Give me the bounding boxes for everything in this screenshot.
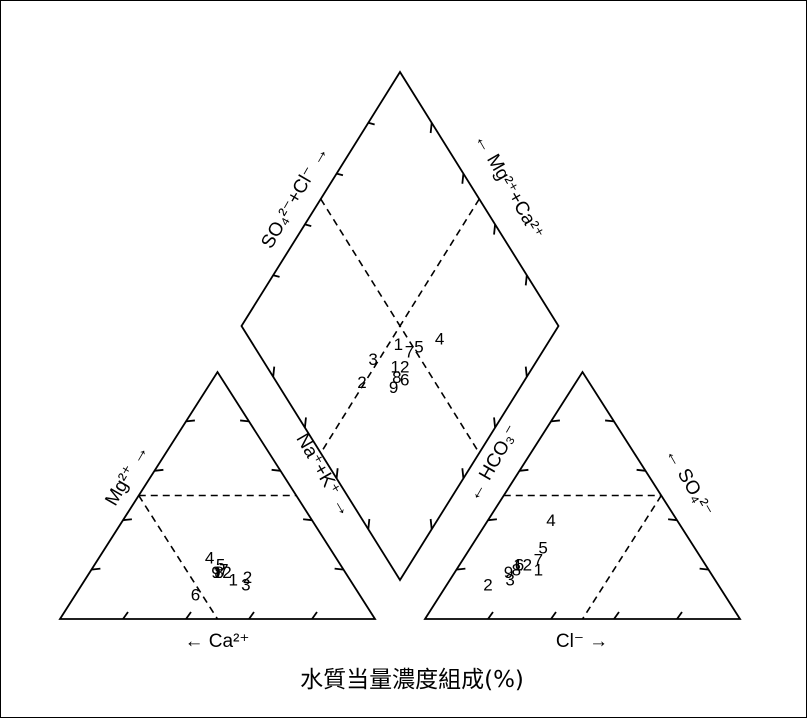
cation-right-tick-4 <box>240 419 250 423</box>
diamond-ur-tick-4 <box>524 275 528 286</box>
anion-point-2: 2 <box>483 575 492 594</box>
diamond-point-4: 4 <box>435 330 444 349</box>
anion-left-tick-1 <box>456 567 466 571</box>
cation-point-9: 9 <box>211 563 220 582</box>
diamond-point-3: 3 <box>368 350 377 369</box>
cation-point-5: 5 <box>216 556 225 575</box>
cation-left-tick-3 <box>154 468 164 472</box>
cation-point-1: 1 <box>229 570 238 589</box>
cation-point-6: 6 <box>191 585 200 604</box>
diamond-ll-tick-1 <box>367 518 371 530</box>
anion-point-6: 6 <box>515 556 524 575</box>
anion-left-tick-3 <box>519 468 529 472</box>
anion-right-tick-4 <box>605 419 615 423</box>
diamond-point-9: 9 <box>389 378 398 397</box>
cation-right-tick-1 <box>334 567 344 571</box>
diamond-ll-tick-2 <box>335 468 339 479</box>
cation-left-tick-2 <box>122 518 132 522</box>
diamond-lr-tick-3 <box>493 417 496 428</box>
cation-left-tick-4 <box>185 419 195 423</box>
diamond-ul-tick-2 <box>304 223 312 227</box>
anion-bottom-label: Cl⁻ → <box>556 631 608 652</box>
diamond-ur-tick-2 <box>461 173 465 184</box>
diamond-ll-tick-3 <box>304 417 307 428</box>
anion-left-tick-2 <box>487 518 497 522</box>
anion-grid-2 <box>581 495 662 620</box>
diamond-lr-tick-4 <box>524 366 528 377</box>
cation-left-label: Mg²⁺ → <box>101 441 153 510</box>
diamond-grid-2 <box>320 198 480 454</box>
diamond-point-8: 8 <box>392 368 401 387</box>
anion-right-tick-1 <box>699 567 709 571</box>
cation-bottom-tick-1 <box>122 611 129 620</box>
anion-bottom-tick-2 <box>550 611 557 620</box>
diamond-point-7: 7 <box>405 342 414 361</box>
anion-point-1: 1 <box>534 561 543 580</box>
diamond-upper-right-label: ← Mg²⁺+Ca²⁺ <box>470 130 548 243</box>
diamond-point-2: 2 <box>357 373 366 392</box>
diamond-ul-tick-3 <box>336 172 344 177</box>
anion-bottom-tick-3 <box>613 611 620 620</box>
diamond-ul-tick-1 <box>272 274 280 278</box>
cation-bottom-label: ← Ca²⁺ <box>185 631 250 652</box>
anion-bottom-tick-1 <box>487 611 494 620</box>
anion-point-9: 9 <box>504 563 513 582</box>
cation-point-2: 2 <box>243 568 252 587</box>
diamond-ul-tick-4 <box>368 121 375 126</box>
anion-right-tick-3 <box>636 468 646 472</box>
anion-bottom-tick-4 <box>676 611 683 620</box>
cation-point-3: 3 <box>241 575 250 594</box>
anion-point-8: 8 <box>512 561 521 580</box>
diamond-ur-tick-3 <box>493 224 496 235</box>
diagram-ticks <box>91 121 709 620</box>
cation-bottom-tick-3 <box>248 611 255 620</box>
cation-point-4: 4 <box>205 548 214 567</box>
cation-bottom-tick-4 <box>311 611 318 620</box>
anion-point-12: 12 <box>513 556 532 575</box>
anion-point-3: 3 <box>505 570 514 589</box>
diamond-point-5: 5 <box>414 337 423 356</box>
central-diamond <box>240 70 560 582</box>
anion-left-tick-4 <box>550 419 560 423</box>
diamond-lower-left-label: Na⁺+K⁺ → <box>292 430 356 521</box>
cation-grid-2 <box>138 495 219 620</box>
cation-right-tick-2 <box>303 518 313 522</box>
diamond-lr-tick-2 <box>461 468 465 479</box>
diamond-point-12: 12 <box>391 358 410 377</box>
anion-point-5: 5 <box>538 538 547 557</box>
diamond-ll-tick-4 <box>272 366 276 377</box>
diamond-lr-tick-1 <box>429 518 433 530</box>
cation-bottom-tick-2 <box>185 611 192 620</box>
diamond-ur-tick-1 <box>429 122 433 134</box>
anion-right-tick-2 <box>668 518 678 522</box>
diamond-point-6: 6 <box>400 370 409 389</box>
cation-point-8: 8 <box>214 563 223 582</box>
anion-point-4: 4 <box>546 511 555 530</box>
cation-point-7: 7 <box>219 561 228 580</box>
cation-right-tick-3 <box>271 468 281 472</box>
cation-left-tick-1 <box>91 567 101 571</box>
diagram-grid <box>138 198 662 620</box>
cation-point-12: 12 <box>213 563 232 582</box>
diagram-caption: 水質当量濃度組成(%) <box>300 667 524 693</box>
anion-point-7: 7 <box>534 551 543 570</box>
diamond-point-1: 1 <box>394 335 403 354</box>
